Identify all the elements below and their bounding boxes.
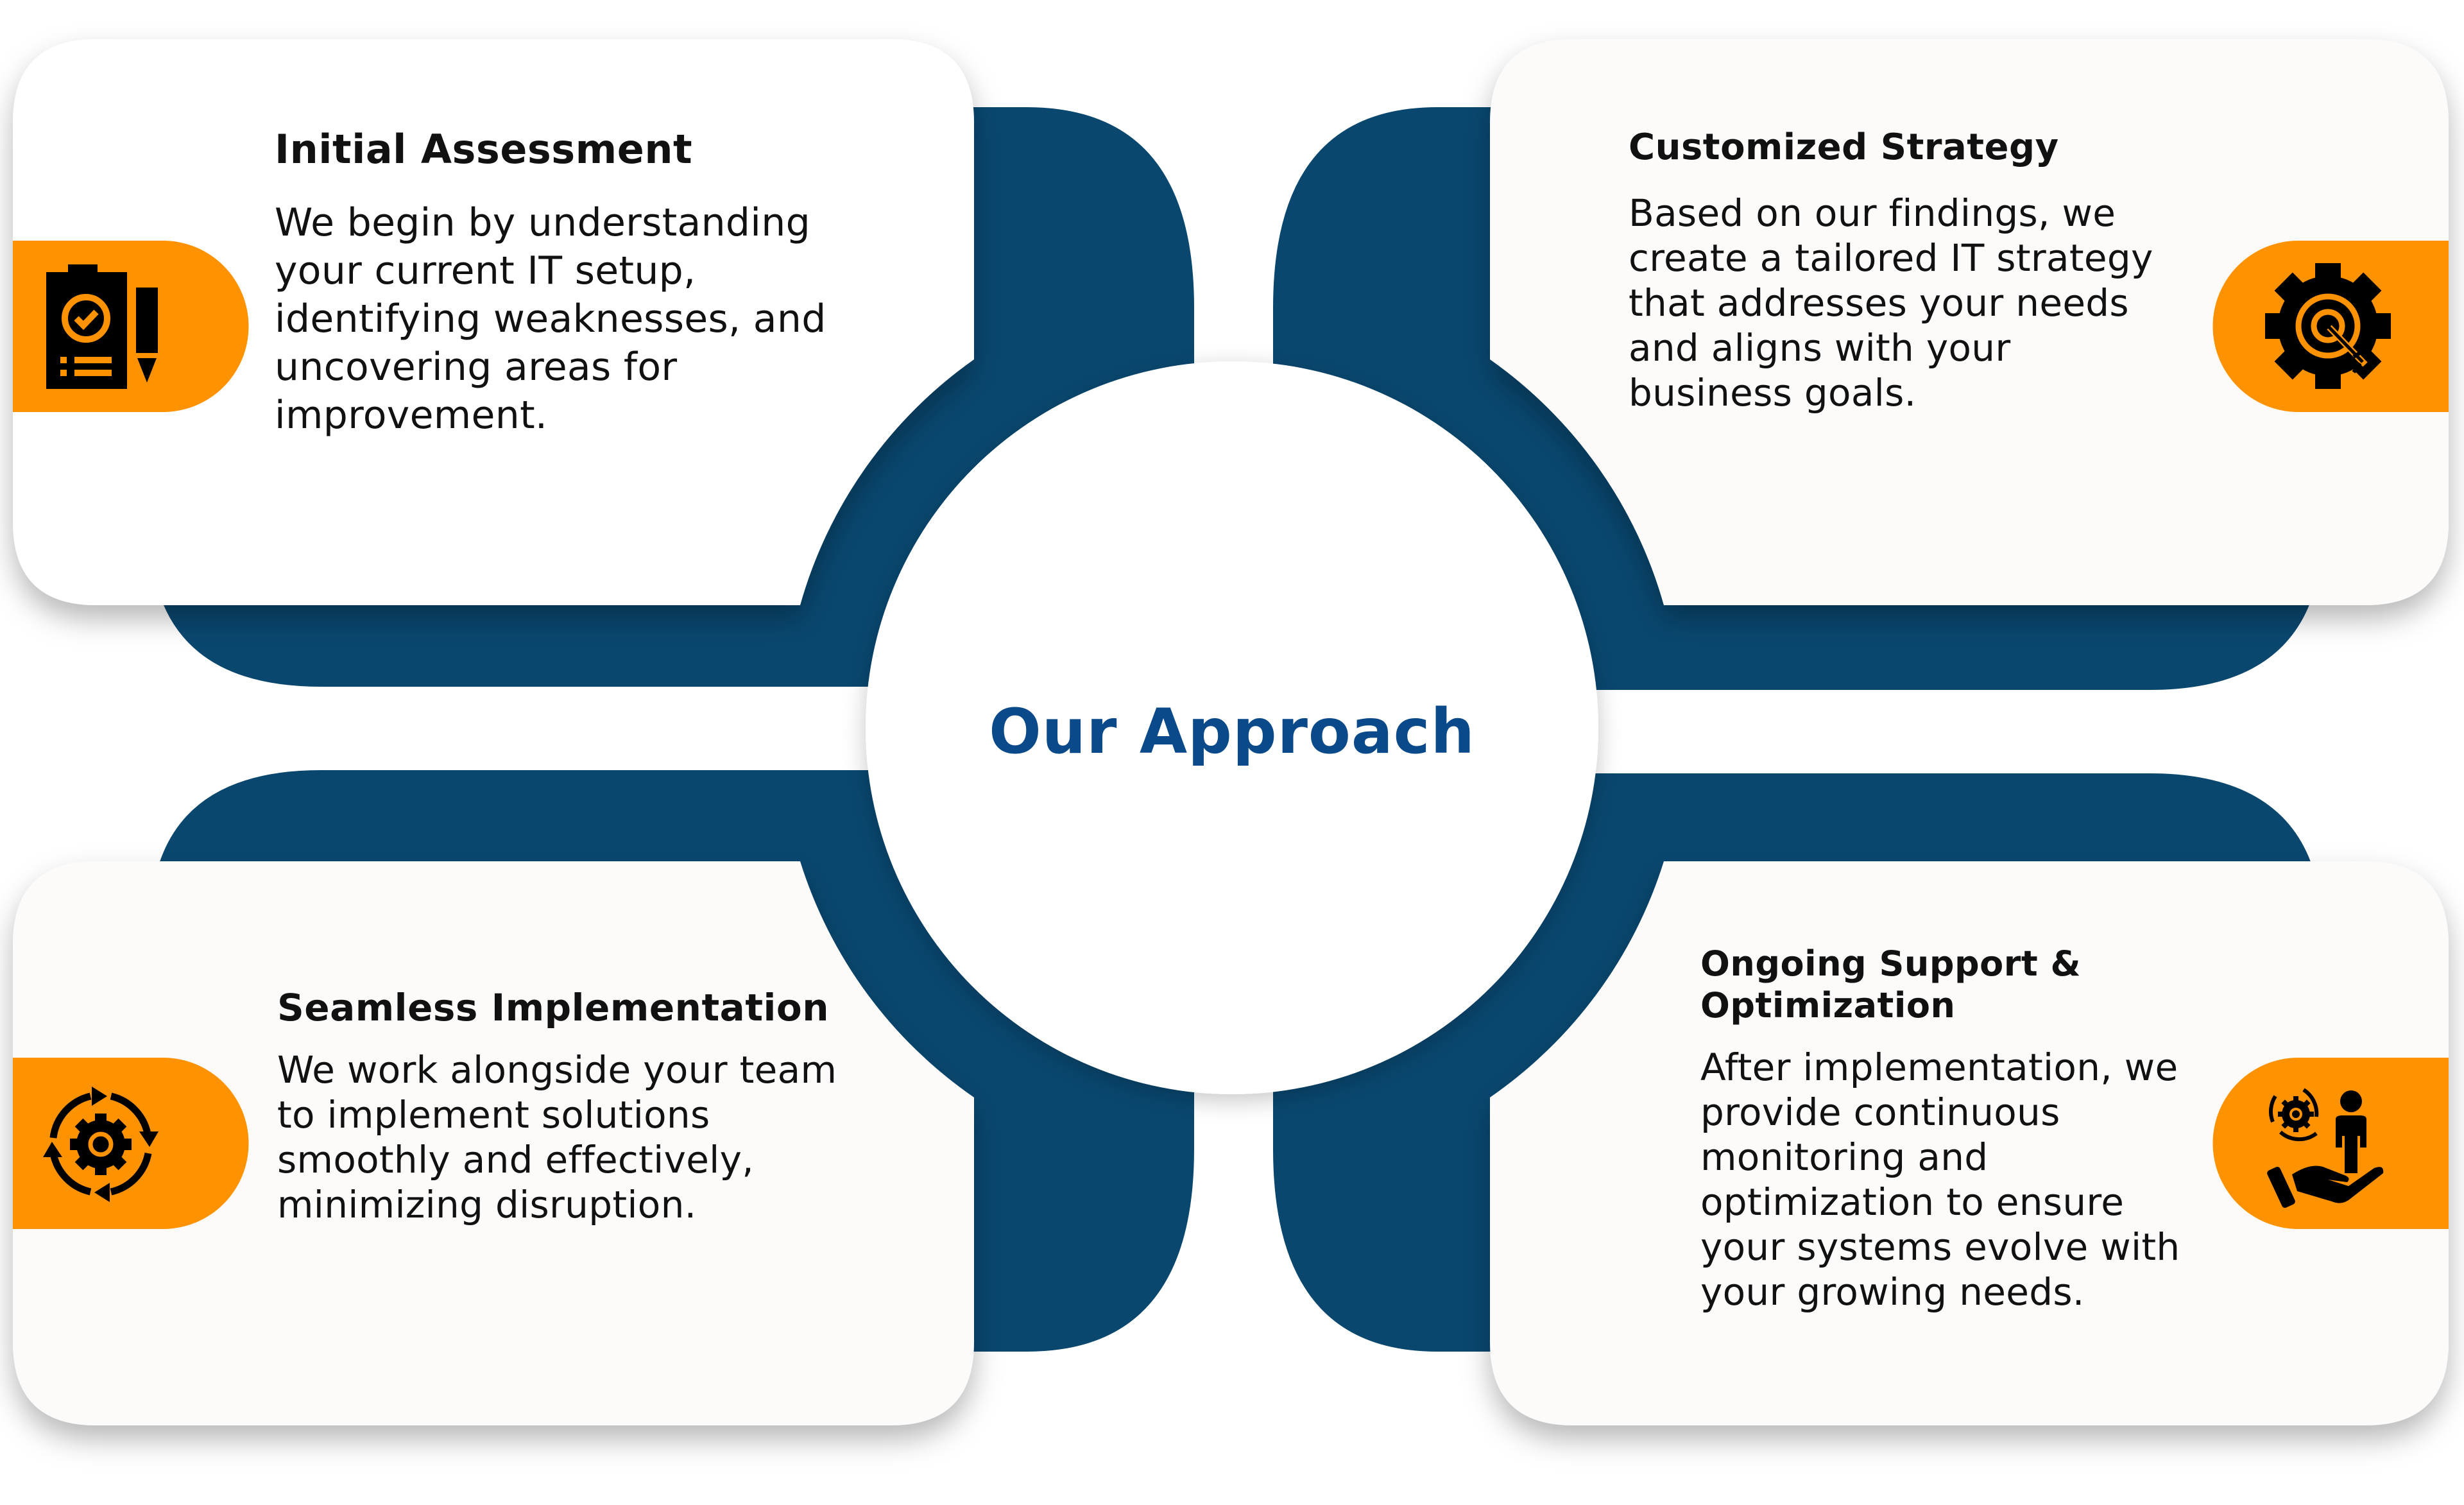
card-description: We begin by understanding your current I… [275,200,826,438]
clipboard-checklist-pencil-icon [46,264,158,389]
card-ongoing-support-bg [1490,861,2449,1425]
hand-gear-person-icon [2267,1088,2384,1208]
card-description: We work alongside your team to implement… [277,1047,837,1226]
gear-cycle-arrows-icon [43,1087,158,1202]
card-customized-strategy-bg [1490,39,2449,605]
card-initial-assessment-bg [13,39,974,605]
card-customized-strategy: Customized Strategy Based on our finding… [1629,126,2180,415]
card-description: After implementation, we provide continu… [1700,1045,2180,1314]
card-title: Initial Assessment [275,126,693,173]
card-title: Customized Strategy [1629,126,2059,168]
card-description: Based on our findings, we create a tailo… [1629,191,2153,415]
card-title: Ongoing Support & Optimization [1700,943,2082,1026]
card-ongoing-support: Ongoing Support & Optimization After imp… [1700,943,2342,1314]
card-seamless-implementation: Seamless Implementation We work alongsid… [277,986,855,1227]
card-seamless-implementation-bg [13,861,974,1425]
center-circle [866,361,1598,1094]
card-title: Seamless Implementation [277,986,830,1029]
center-title: Our Approach [989,696,1475,768]
gear-target-icon [2265,263,2391,389]
card-initial-assessment: Initial Assessment We begin by understan… [275,126,852,440]
